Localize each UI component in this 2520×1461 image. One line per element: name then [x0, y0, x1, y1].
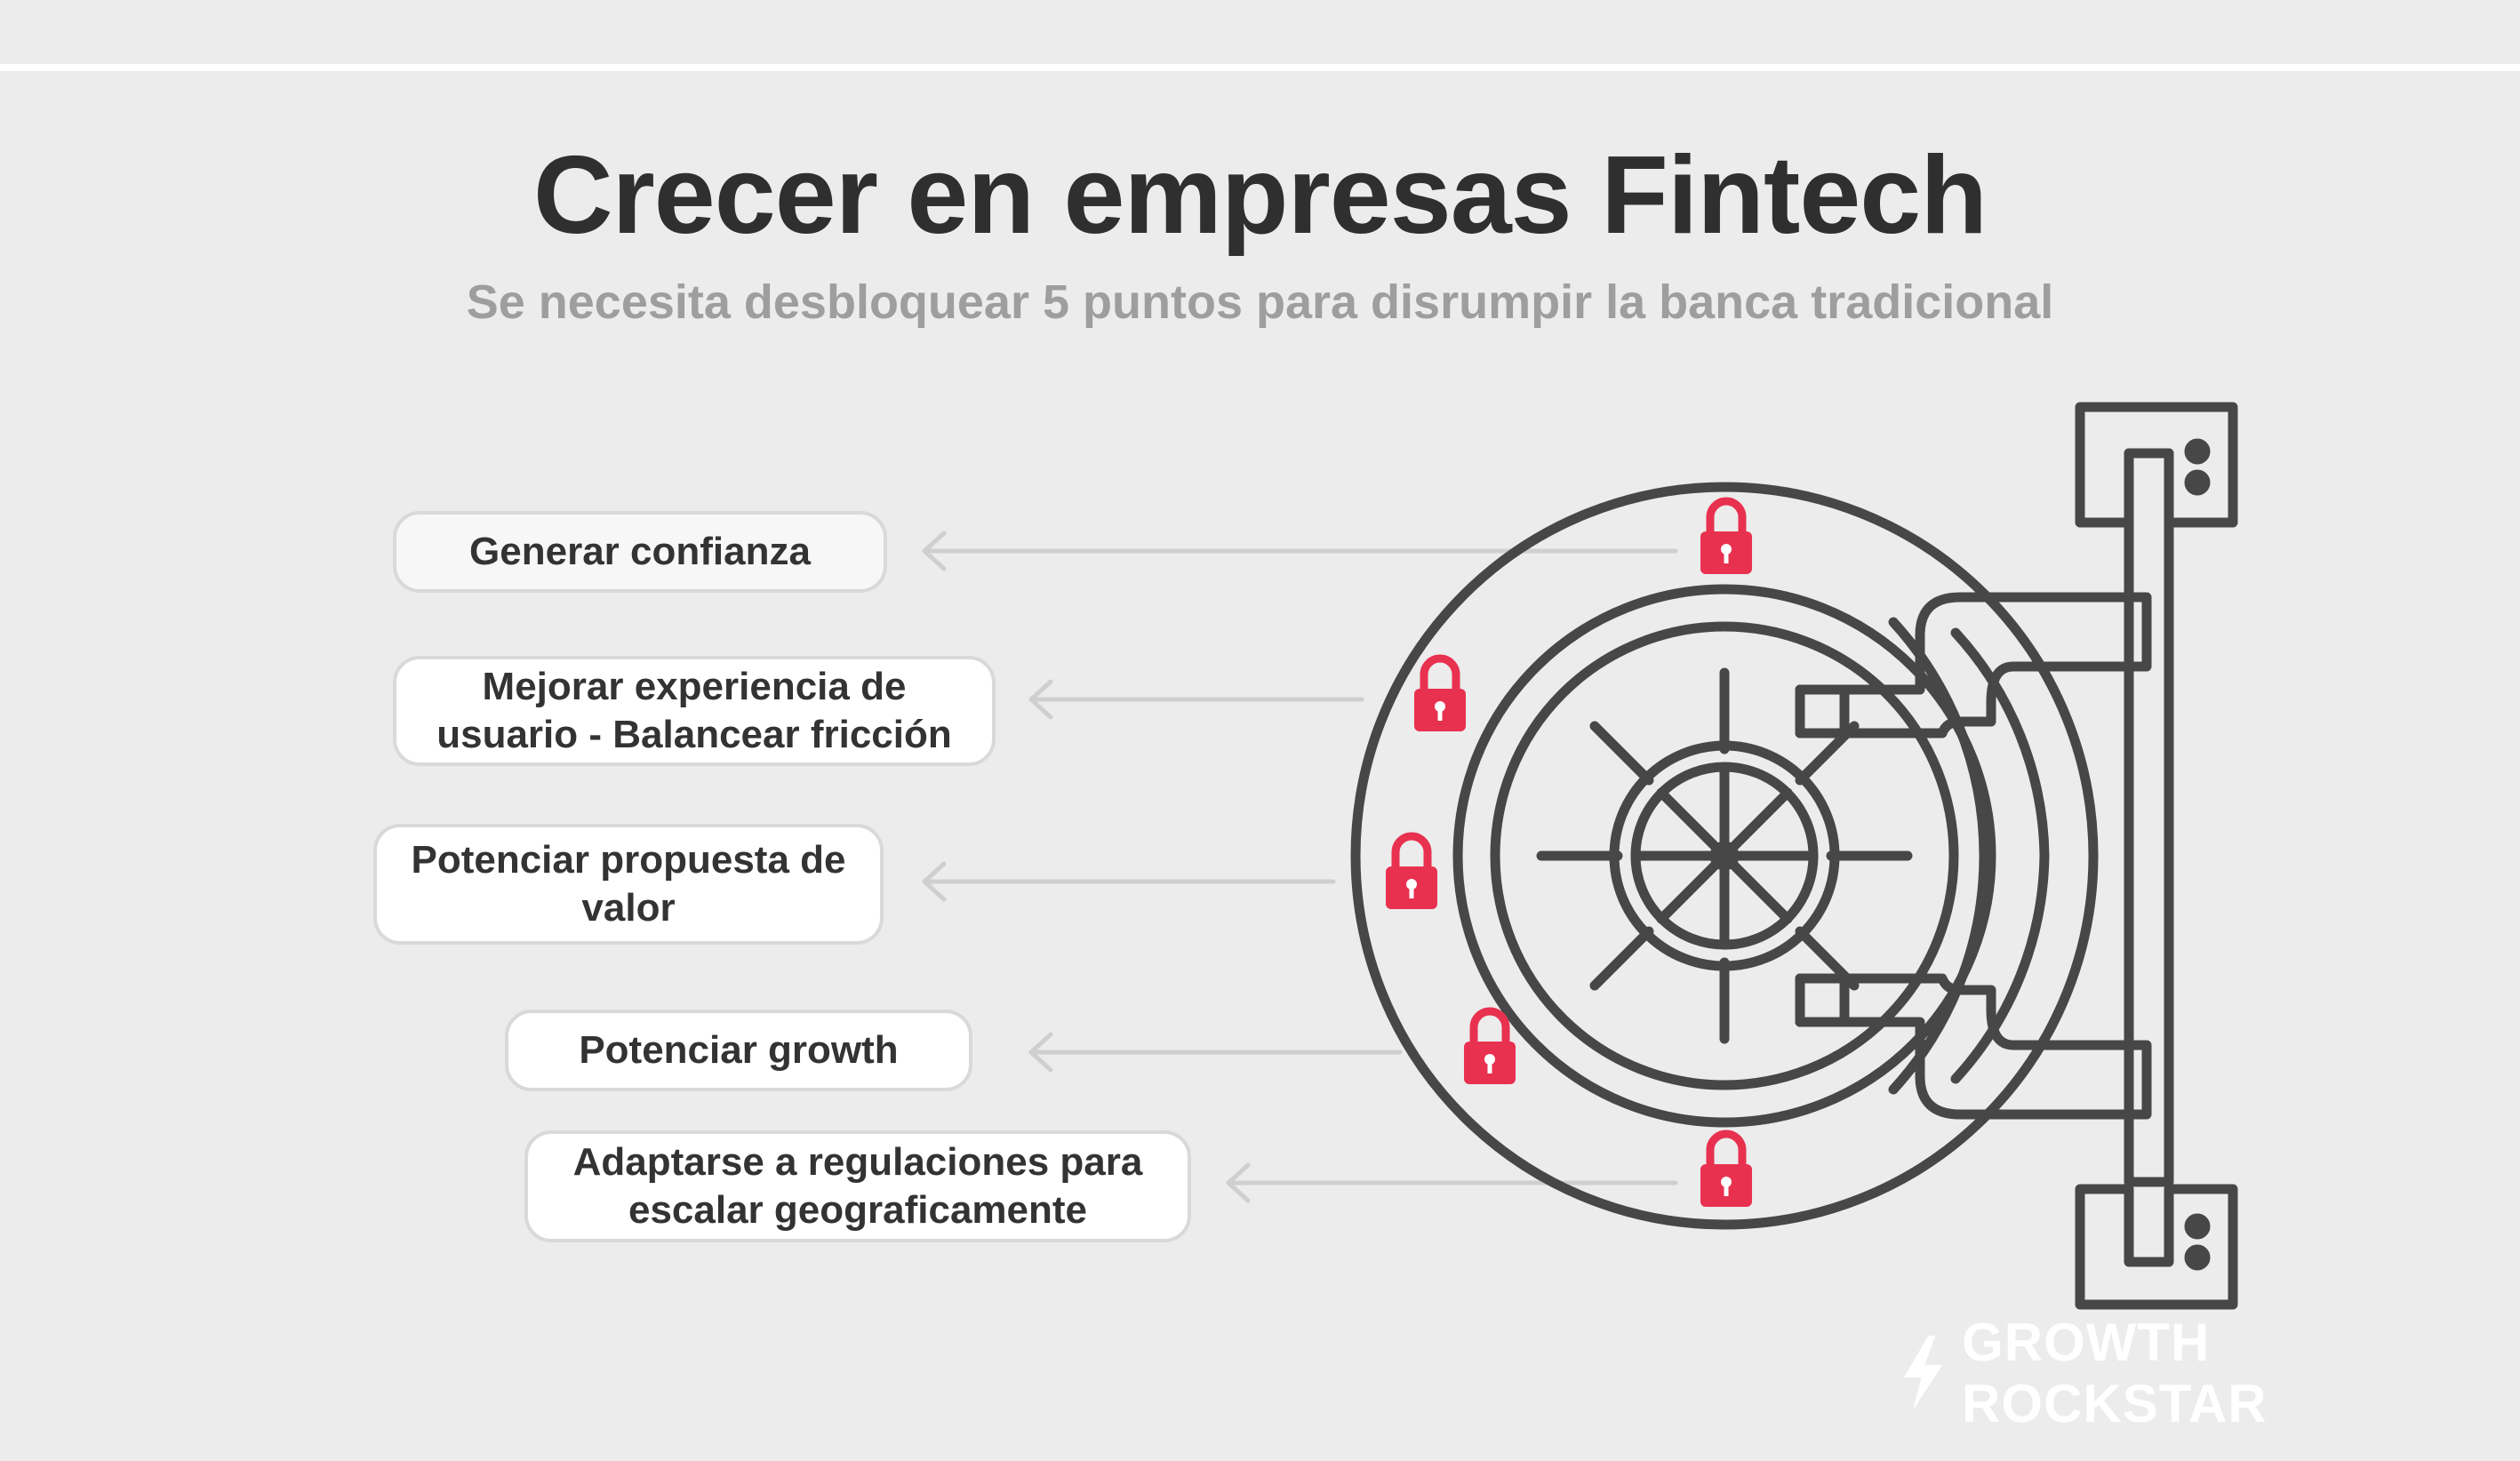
point-label: Generar confianza: [469, 530, 811, 573]
arrow-1: [922, 531, 1678, 571]
brand-name: GROWTH ROCKSTAR: [1962, 1313, 2268, 1433]
arrow-4: [1028, 1032, 1403, 1073]
arrow-5: [1226, 1162, 1678, 1203]
arrow-2: [1028, 679, 1364, 720]
padlock-icon: [1414, 659, 1466, 731]
point-experiencia-usuario: Mejorar experiencia de usuario - Balance…: [393, 656, 996, 766]
vault-door-icon: [1350, 402, 2238, 1310]
point-growth: Potenciar growth: [505, 1010, 972, 1091]
lightning-bolt-icon: [1903, 1335, 1943, 1411]
top-divider: [0, 64, 2520, 71]
padlock-icon: [1700, 501, 1752, 574]
point-label: Potenciar propuesta de valor: [411, 838, 846, 930]
point-label: Potenciar growth: [579, 1028, 899, 1072]
page-subtitle: Se necesita desbloquear 5 puntos para di…: [466, 275, 2054, 329]
point-generar-confianza: Generar confianza: [393, 511, 887, 593]
point-label: Mejorar experiencia de usuario - Balance…: [436, 665, 952, 756]
point-regulaciones: Adaptarse a regulaciones para escalar ge…: [524, 1130, 1191, 1242]
page-title: Crecer en empresas Fintech: [533, 134, 1988, 257]
padlock-icon: [1386, 836, 1437, 909]
point-propuesta-valor: Potenciar propuesta de valor: [373, 824, 884, 945]
point-label: Adaptarse a regulaciones para escalar ge…: [572, 1140, 1143, 1232]
padlock-icon: [1464, 1011, 1516, 1084]
brand-logo: GROWTH ROCKSTAR: [1902, 1313, 2520, 1433]
padlock-icon: [1700, 1134, 1752, 1207]
arrow-3: [922, 861, 1336, 902]
